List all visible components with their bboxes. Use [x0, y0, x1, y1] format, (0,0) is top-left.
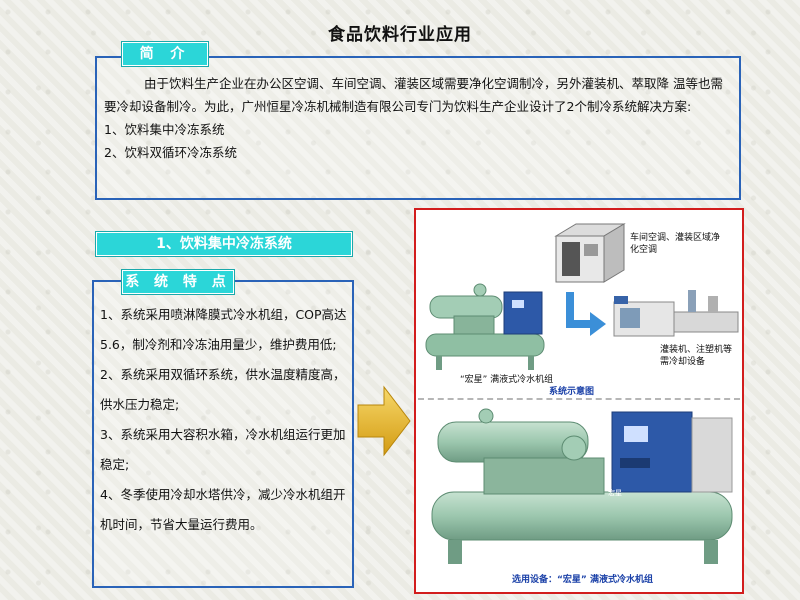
chiller-large-image: [431, 408, 733, 564]
feature-item: 1、系统采用喷淋降膜式冷水机组，COP高达5.6，制冷剂和冷冻油用量少，维护费用…: [100, 307, 347, 352]
selected-equipment-caption: 选用设备：“宏星” 满液式冷水机组: [512, 575, 653, 585]
page-title: 食品饮料行业应用: [328, 25, 472, 45]
chiller-caption: “宏星” 满液式冷水机组: [460, 375, 554, 385]
intro-item: 1、饮料集中冷冻系统: [104, 122, 225, 137]
diagram-caption: 系统示意图: [549, 387, 595, 397]
intro-tag: 简 介: [122, 42, 208, 66]
arrow-right-icon: [357, 385, 411, 457]
machine-caption: 灌装机、注塑机等需冷却设备: [660, 345, 733, 367]
intro-paragraph: 由于饮料生产企业在办公区空调、车间空调、灌装区域需要净化空调制冷，另外灌装机、萃…: [104, 76, 723, 114]
intro-box: [95, 56, 741, 200]
intro-item: 2、饮料双循环冷冻系统: [104, 145, 237, 160]
features-box: [92, 280, 354, 588]
panel-divider: [418, 398, 740, 400]
feature-item: 3、系统采用大容积水箱，冷水机组运行更加稳定;: [100, 427, 346, 472]
ahu-caption: 车间空调、灌装区域净化空调: [630, 233, 721, 255]
air-handling-unit-image: [554, 223, 626, 283]
features-list: 1、系统采用喷淋降膜式冷水机组，COP高达5.6，制冷剂和冷冻油用量少，维护费用…: [100, 300, 348, 540]
features-tag: 系 统 特 点: [122, 270, 234, 294]
brand-mark: 宏星: [608, 489, 622, 497]
chiller-small-image: [425, 283, 545, 370]
filling-machine-image: [613, 290, 739, 337]
feature-item: 4、冬季使用冷却水塔供冷，减少冷水机组开机时间，节省大量运行费用。: [100, 487, 346, 532]
flow-arrow-icon: [566, 292, 606, 336]
section-title: 1、饮料集中冷冻系统: [96, 232, 352, 256]
intro-text: 由于饮料生产企业在办公区空调、车间空调、灌装区域需要净化空调制冷，另外灌装机、萃…: [104, 72, 734, 164]
feature-item: 2、系统采用双循环系统，供水温度精度高，供水压力稳定;: [100, 367, 346, 412]
